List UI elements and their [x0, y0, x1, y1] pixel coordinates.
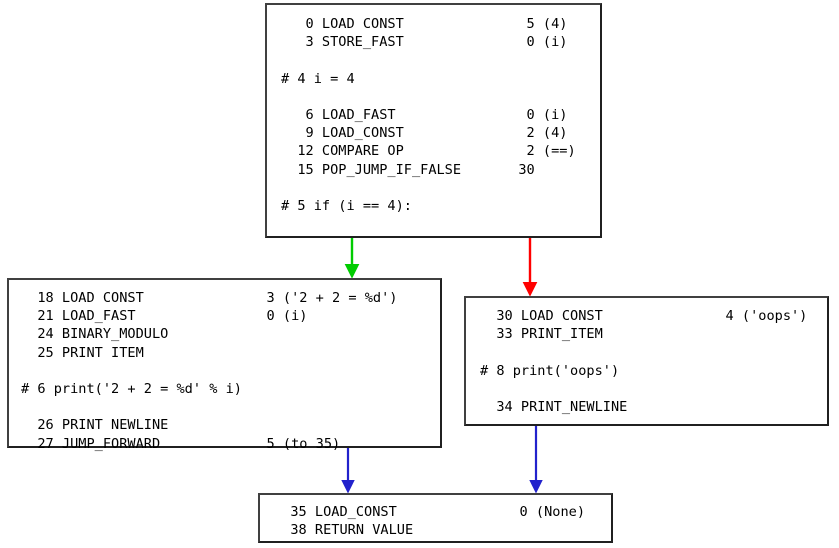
false-branch-block-text: 30 LOAD CONST 4 ('oops') 33 PRINT_ITEM #… [480, 308, 808, 416]
true-branch-block-text: 18 LOAD CONST 3 ('2 + 2 = %d') 21 LOAD_F… [21, 290, 398, 452]
entry-block[interactable]: 0 LOAD CONST 5 (4) 3 STORE_FAST 0 (i) # … [265, 3, 602, 238]
entry-block-text: 0 LOAD CONST 5 (4) 3 STORE_FAST 0 (i) # … [281, 16, 576, 215]
exit-block-text: 35 LOAD_CONST 0 (None) 38 RETURN VALUE [290, 504, 585, 539]
exit-block[interactable]: 35 LOAD_CONST 0 (None) 38 RETURN VALUE [258, 493, 613, 543]
true-branch-block[interactable]: 18 LOAD CONST 3 ('2 + 2 = %d') 21 LOAD_F… [7, 278, 442, 452]
false-branch-block[interactable]: 30 LOAD CONST 4 ('oops') 33 PRINT_ITEM #… [464, 296, 829, 426]
